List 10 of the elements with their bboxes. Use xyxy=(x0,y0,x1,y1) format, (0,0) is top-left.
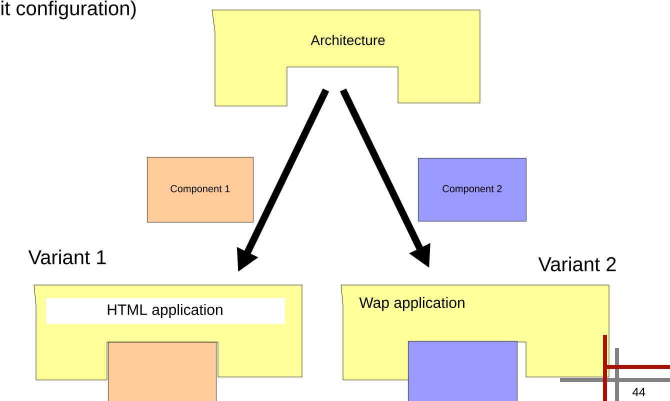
component-box xyxy=(408,341,518,401)
heading-fragment: it configuration) xyxy=(2,0,136,20)
component-box xyxy=(108,342,216,401)
component-box: Component 2 xyxy=(418,158,526,222)
page-number: 44 xyxy=(632,388,646,396)
variant-label: Variant 1 xyxy=(28,250,106,264)
application-box: Wap application xyxy=(340,284,610,380)
variant-label: Variant 2 xyxy=(538,256,616,272)
architecture-box: Architecture xyxy=(212,10,480,106)
component-box: Component 1 xyxy=(147,157,254,222)
